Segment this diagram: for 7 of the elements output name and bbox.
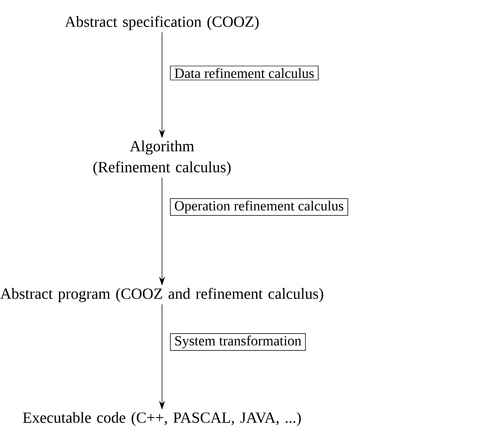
edge-label: Data refinement calculus (170, 66, 319, 80)
stage-label: Algorithm (Refinement calculus) (93, 140, 231, 176)
stage-label: Executable code (C++, PASCAL, JAVA, ...) (22, 412, 301, 426)
stage-label: Abstract specification (COOZ) (64, 16, 259, 30)
edge-label: System transformation (170, 333, 306, 351)
stage-label: Abstract program (COOZ and refinement calculus) (0, 288, 324, 302)
edge-label: Operation refinement calculus (170, 198, 348, 216)
